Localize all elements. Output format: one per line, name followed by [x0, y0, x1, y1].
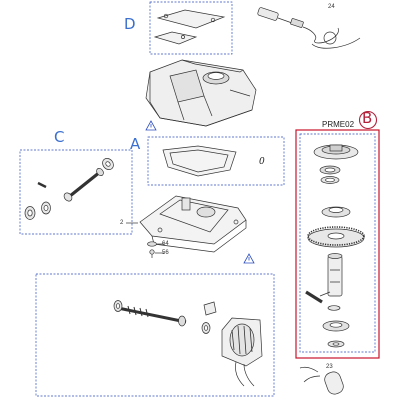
group-a-box — [147, 136, 285, 186]
motor-worm-screw — [117, 305, 187, 327]
kit-code-label: PRME02 — [322, 120, 355, 129]
shaft-bearing-c — [102, 158, 114, 170]
motor-stator — [221, 317, 263, 387]
group-b-circle — [358, 110, 378, 130]
kit-b-highlight-box — [295, 129, 380, 359]
key-pin — [37, 181, 47, 189]
part-number-23: 23 — [326, 364, 333, 370]
worm-shaft — [63, 168, 104, 202]
lower-bearing — [322, 320, 350, 332]
part-number-64: 64 — [162, 241, 169, 247]
part-number-24: 24 — [328, 4, 335, 10]
zero-mark: 0 — [259, 157, 265, 167]
washer-part-64 — [147, 241, 157, 247]
bracket-plate-upper — [156, 9, 226, 29]
motor-spacer — [203, 301, 217, 316]
lower-washer — [327, 340, 345, 348]
motor-bearing-right — [201, 322, 211, 334]
output-flange — [313, 144, 359, 160]
gearbox-cover — [145, 59, 257, 127]
motor-bearing-left — [113, 300, 123, 312]
motor-group-box — [35, 273, 275, 397]
part-number-2: 2 — [120, 220, 124, 226]
base-housing — [139, 195, 247, 253]
group-d-label: D — [124, 15, 136, 33]
warning-triangle-icon — [145, 120, 157, 131]
capacitor-part-23 — [299, 366, 344, 395]
seal-ring-lower — [320, 176, 340, 184]
cable-part-24 — [257, 7, 361, 49]
kit-b-inner-box — [299, 133, 376, 353]
circlip-ring — [327, 305, 341, 311]
group-b-label: B — [362, 109, 373, 127]
part-number-56: 56 — [162, 250, 169, 256]
group-a-label: A — [130, 135, 141, 153]
bearing-ring-c1 — [24, 206, 36, 220]
output-shaft — [327, 253, 343, 297]
seal-ring-upper — [319, 165, 341, 175]
output-bearing — [321, 206, 351, 218]
shaft-pin — [305, 290, 323, 304]
group-c-box — [19, 149, 133, 235]
worm-gear-wheel — [307, 226, 365, 248]
bearing-ring-c2 — [41, 201, 51, 215]
group-d-box — [149, 1, 233, 55]
screw-part-56 — [149, 249, 155, 258]
warning-triangle-icon — [243, 253, 255, 264]
bracket-plate-lower — [153, 31, 198, 45]
group-c-label: C — [54, 128, 65, 146]
